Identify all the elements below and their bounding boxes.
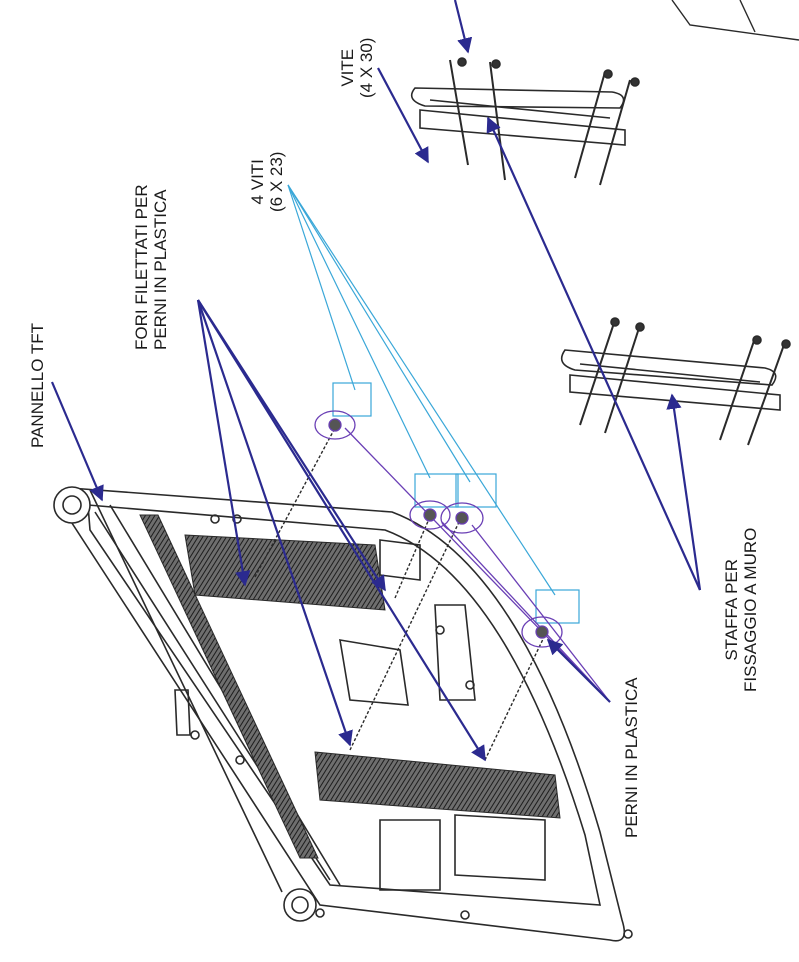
label-four-screws: 4 VITI (6 X 23) bbox=[248, 152, 286, 212]
label-screw-line1: VITE bbox=[338, 48, 357, 87]
label-threaded-holes-line2: PERNI IN PLASTICA bbox=[151, 189, 170, 350]
label-plastic-pins: PERNI IN PLASTICA bbox=[622, 677, 641, 838]
screw-box-3 bbox=[455, 473, 497, 508]
screw-box-2 bbox=[414, 473, 459, 508]
bracket-upper bbox=[410, 57, 640, 186]
label-screw: VITE (4 X 30) bbox=[338, 38, 376, 98]
label-threaded-holes: FORI FILETTATI PER PERNI IN PLASTICA bbox=[132, 184, 170, 350]
assembly-lines bbox=[254, 427, 546, 761]
screw-box-1 bbox=[332, 382, 372, 417]
vent-grilles bbox=[139, 514, 561, 859]
panel-corner-bottom bbox=[283, 888, 317, 922]
pin-ring-2 bbox=[409, 500, 451, 530]
label-arrows bbox=[50, 0, 702, 762]
label-screw-line2: (4 X 30) bbox=[357, 37, 376, 98]
bracket-lower bbox=[560, 317, 791, 446]
label-four-screws-line1: 4 VITI bbox=[248, 159, 267, 205]
label-wall-bracket-line2: FISSAGGIO A MURO bbox=[741, 527, 760, 692]
label-tft-panel: PANNELLO TFT bbox=[28, 323, 47, 448]
pin-ring-3 bbox=[440, 502, 484, 534]
label-wall-bracket: STAFFA PER FISSAGGIO A MURO bbox=[722, 528, 760, 692]
label-tft-panel-text: PANNELLO TFT bbox=[28, 322, 47, 448]
tft-panel bbox=[53, 486, 633, 942]
screw-box-4 bbox=[535, 589, 580, 624]
panel-corner-top bbox=[53, 486, 91, 524]
label-plastic-pins-text: PERNI IN PLASTICA bbox=[622, 677, 641, 838]
pin-ring-1 bbox=[314, 410, 356, 440]
label-wall-bracket-line1: STAFFA PER bbox=[722, 558, 741, 661]
pin-ring-4 bbox=[521, 616, 563, 648]
label-threaded-holes-line1: FORI FILETTATI PER bbox=[132, 184, 151, 350]
label-four-screws-line2: (6 X 23) bbox=[267, 151, 286, 212]
wall-sketch bbox=[671, 0, 799, 41]
